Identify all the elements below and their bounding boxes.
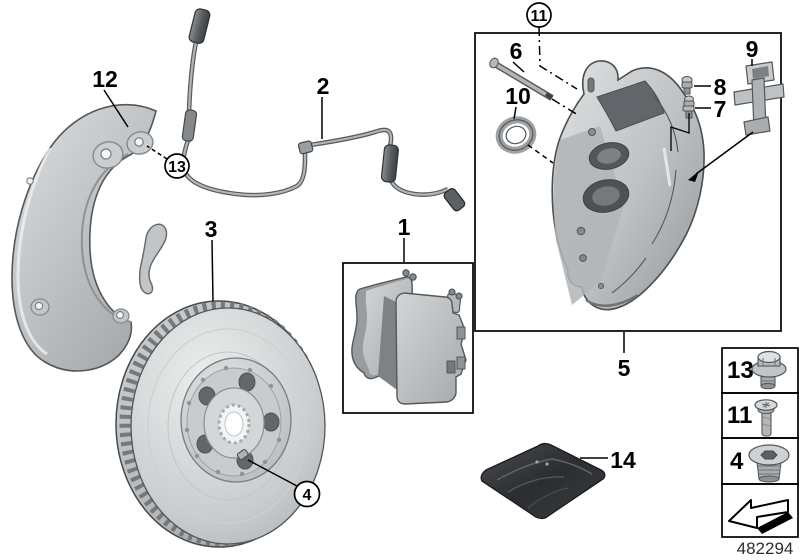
callout-guide-pin[interactable]: 6 — [510, 38, 523, 64]
hex-flange-bolt-icon — [751, 350, 787, 390]
sensor-cable-joint — [181, 109, 198, 142]
callout-grease[interactable]: 14 — [610, 447, 636, 473]
disc-set-screw — [236, 449, 249, 461]
bleeder-screw-upper — [681, 76, 693, 95]
svg-text:11: 11 — [531, 8, 548, 25]
callout-bleeder-lower[interactable]: 7 — [714, 96, 727, 122]
hub-rivet-dots — [184, 365, 282, 477]
leader-caliper-screw — [538, 26, 578, 90]
brake-pad-right — [395, 292, 467, 405]
part-number: 482294 — [737, 539, 794, 558]
guide-pin — [489, 57, 554, 101]
leader-spring-mount — [695, 131, 754, 175]
leader-seal — [513, 106, 517, 120]
svg-text:4: 4 — [303, 487, 312, 504]
sensor-plug-connector — [188, 8, 211, 44]
bleeder-screw-lower — [682, 95, 695, 119]
callout-caliper[interactable]: 5 — [618, 355, 631, 381]
legend-table: 13 11 4 — [721, 347, 799, 538]
callout-spring[interactable]: 9 — [746, 36, 759, 62]
leader-seal-bore — [527, 144, 554, 164]
seal-ring — [495, 116, 537, 154]
shield-hook-tab — [138, 223, 168, 295]
leader-guide-pin — [512, 61, 525, 73]
callout-labels: 12 2 3 1 5 6 10 8 7 9 14 13 11 4 — [92, 2, 759, 508]
direction-of-travel-arrow-icon — [728, 499, 793, 534]
leader-disc — [211, 239, 214, 302]
circled-callout-shield-bolt[interactable]: 13 — [164, 153, 190, 179]
callout-seal-ring[interactable]: 10 — [505, 83, 531, 109]
leader-shield-bolt — [146, 145, 168, 160]
sensor-inline-body — [380, 144, 399, 183]
grease-packet — [480, 442, 606, 520]
callout-disc[interactable]: 3 — [205, 216, 218, 242]
brake-caliper — [551, 60, 705, 311]
callout-bleeder-upper[interactable]: 8 — [714, 74, 727, 100]
callout-pads[interactable]: 1 — [398, 214, 411, 240]
wear-sensor-cable — [180, 8, 466, 212]
torx-pan-screw-icon — [754, 399, 778, 437]
sensor-cable-clip — [297, 140, 314, 155]
legend-row-arrow — [721, 483, 799, 538]
leader-bleeder-lower-hole — [670, 113, 690, 151]
legend-num-11[interactable]: 11 — [727, 402, 752, 429]
circled-callout-disc-screw[interactable]: 4 — [293, 480, 321, 508]
caliper-frame-box — [474, 32, 782, 332]
circled-callout-caliper-screw[interactable]: 11 — [526, 2, 552, 28]
callout-sensor[interactable]: 2 — [317, 73, 330, 99]
svg-text:13: 13 — [168, 159, 186, 176]
leader-shield — [103, 89, 129, 128]
brake-disc — [115, 300, 326, 548]
callout-shield[interactable]: 12 — [92, 66, 118, 92]
retaining-spring — [733, 61, 785, 136]
legend-num-4[interactable]: 4 — [730, 448, 744, 475]
brake-pads — [351, 269, 467, 405]
pads-frame-box — [342, 262, 474, 414]
socket-plug-screw-icon — [748, 444, 790, 483]
leader-pin-bore — [551, 98, 579, 116]
sensor-head — [443, 188, 466, 212]
dust-shield — [11, 103, 168, 372]
leader-lines — [103, 26, 754, 487]
leader-spring-arrowhead — [688, 171, 699, 182]
leader-disc-screw — [247, 459, 298, 487]
legend-num-13[interactable]: 13 — [727, 357, 754, 384]
